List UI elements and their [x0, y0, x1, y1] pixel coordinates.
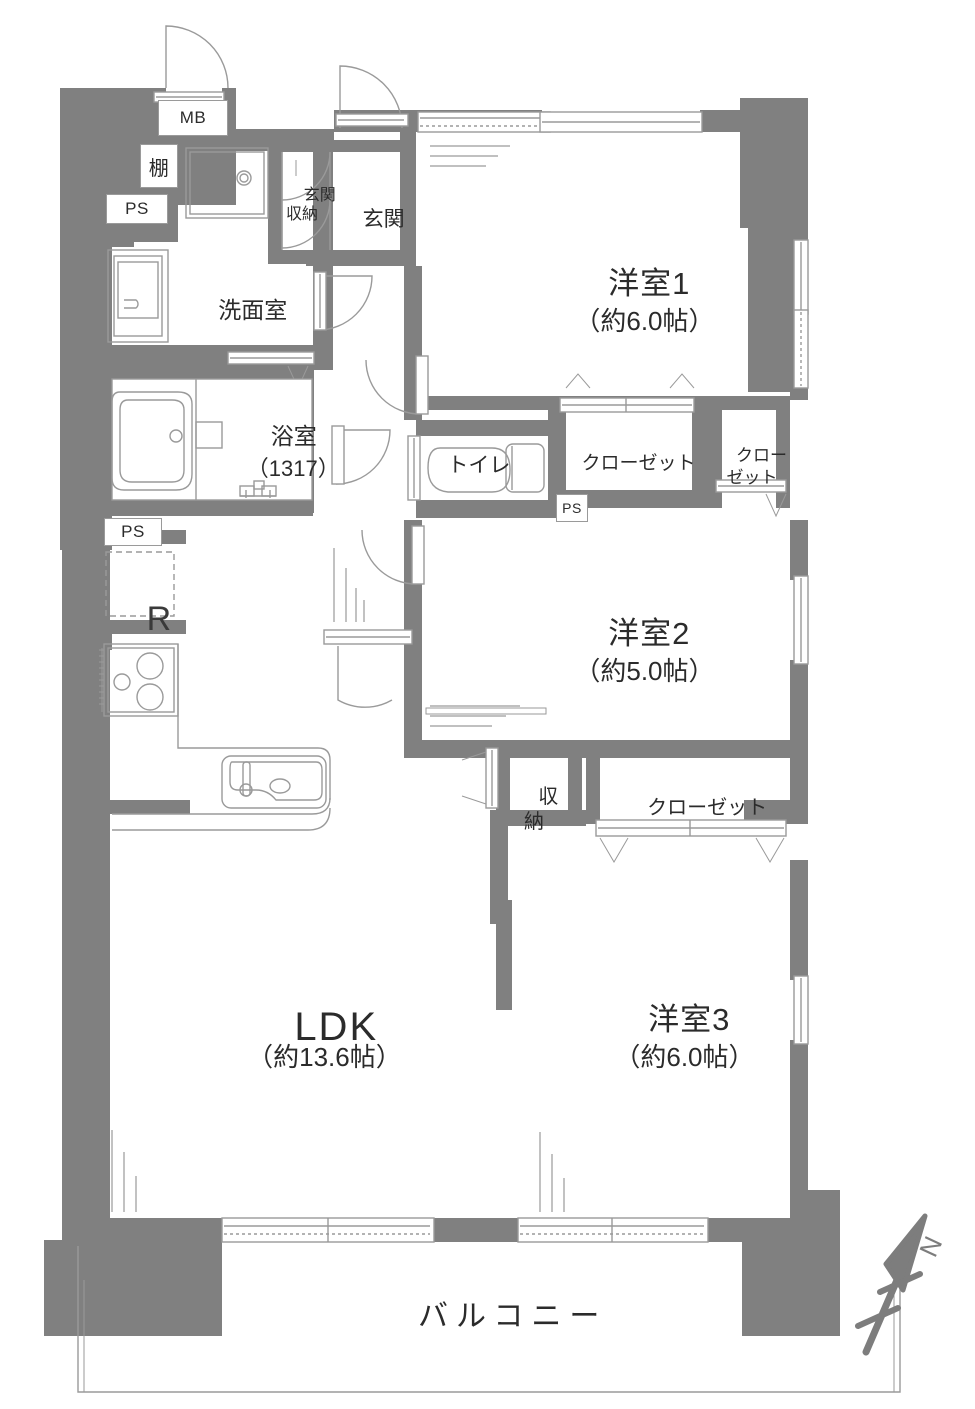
- room-name-text: 洋室2: [608, 615, 691, 651]
- bathroom-size-text: （1317）: [246, 455, 340, 481]
- window-room1-top: [417, 111, 703, 133]
- room-label-washitsu3: 洋室3: [550, 968, 790, 1072]
- kitchen-sink: [221, 755, 327, 809]
- door-swing-genkan-storage-lower: [281, 199, 331, 249]
- room-size-washitsu1: （約6.0帖）: [510, 278, 750, 365]
- room-label-washitsu1: 洋室1: [510, 232, 750, 336]
- entrance-storage-text: 玄関 収納: [286, 186, 336, 224]
- label-bathroom-size: （1317）: [196, 432, 366, 506]
- label-entrance-storage: 玄関 収納: [286, 166, 336, 244]
- door-swing-room1: [365, 359, 421, 415]
- room-label-ldk: LDK: [190, 960, 430, 1094]
- room-size-washitsu3: （約6.0帖）: [550, 1014, 790, 1101]
- washing-machine-pan: [185, 147, 269, 219]
- compass-north-arrow: [855, 1213, 928, 1356]
- balcony-outline: [77, 1246, 901, 1393]
- window-right-room3: [793, 975, 809, 1045]
- window-right-room2: [793, 575, 809, 665]
- room-size-washitsu2: （約5.0帖）: [510, 628, 750, 715]
- label-closet-center: クローゼット: [560, 432, 696, 496]
- door-swing-ldk: [337, 646, 393, 708]
- label-closet-right: クロー ゼット: [714, 424, 790, 509]
- label-closet-lower: クローゼット: [606, 775, 786, 842]
- balcony-sliding-doors: [221, 1217, 709, 1243]
- label-bathroom: 浴室: [196, 398, 366, 475]
- shelf-text: 棚: [148, 157, 170, 180]
- bath-interior: [111, 378, 313, 501]
- room-size-text: （約6.0帖）: [574, 306, 715, 337]
- ps-toilet-text: PS: [562, 500, 582, 516]
- tag-meter-box: MB: [158, 100, 228, 136]
- entrance-text: 玄関: [362, 207, 405, 231]
- room-size-ldk: （約13.6帖）: [190, 1014, 430, 1101]
- toilet-text: トイレ: [447, 453, 511, 477]
- room-size-text: （約13.6帖）: [247, 1042, 402, 1073]
- label-balcony: バルコニー: [280, 1266, 680, 1367]
- bath-faucet: [239, 480, 277, 498]
- refrigerator-text: R: [146, 600, 172, 639]
- label-toilet: トイレ: [424, 430, 534, 501]
- label-entrance: 玄関: [334, 184, 410, 255]
- kitchen-counter-edge: [177, 644, 331, 800]
- mb-text: MB: [179, 108, 207, 127]
- room-name-text: 洋室3: [648, 1001, 731, 1037]
- storage-text: 収 納: [524, 786, 559, 833]
- tag-refrigerator: R: [106, 562, 174, 676]
- room-size-text: （約5.0帖）: [574, 656, 715, 687]
- tag-pipe-shaft-mid: PS: [104, 518, 162, 546]
- room-name-text: LDK: [294, 1004, 379, 1049]
- bathtub: [111, 391, 193, 491]
- vanity-unit: [107, 249, 169, 343]
- room-name-text: 洋室1: [608, 265, 691, 301]
- window-right-upper: [793, 239, 809, 389]
- closet-right-text: クロー ゼット: [726, 446, 787, 487]
- door-swing-genkan-storage-upper: [281, 151, 331, 201]
- bathroom-text: 浴室: [270, 422, 317, 449]
- toilet-tank: [505, 443, 545, 493]
- floor-hatch-marks: [111, 145, 565, 1212]
- room-size-text: （約6.0帖）: [614, 1042, 755, 1073]
- tag-pipe-shaft-toilet: PS: [556, 494, 588, 522]
- balcony-text: バルコニー: [417, 1299, 608, 1333]
- washroom-text: 洗面室: [218, 296, 288, 323]
- ps-mid-text: PS: [121, 522, 145, 541]
- ps-top-text: PS: [125, 199, 149, 218]
- refrigerator-space: [105, 551, 175, 617]
- closet-lower-text: クローゼット: [647, 797, 768, 820]
- toilet-bowl: [427, 447, 511, 493]
- fixture-linework: [77, 25, 901, 1393]
- door-swing-hallway-a: [335, 429, 391, 485]
- label-storage: 収 納: [516, 760, 558, 860]
- door-swing-washroom: [317, 275, 373, 331]
- door-swing-room2: [361, 529, 417, 585]
- tag-shelf: 棚: [140, 144, 178, 188]
- label-washroom: 洗面室: [160, 272, 320, 349]
- door-swing-mb: [165, 25, 229, 89]
- sink-faucet: [242, 761, 251, 797]
- tag-pipe-shaft-top: PS: [106, 194, 168, 224]
- closet-center-text: クローゼット: [581, 453, 696, 475]
- room-label-washitsu2: 洋室2: [510, 582, 750, 686]
- window-room2-interior: [425, 707, 547, 715]
